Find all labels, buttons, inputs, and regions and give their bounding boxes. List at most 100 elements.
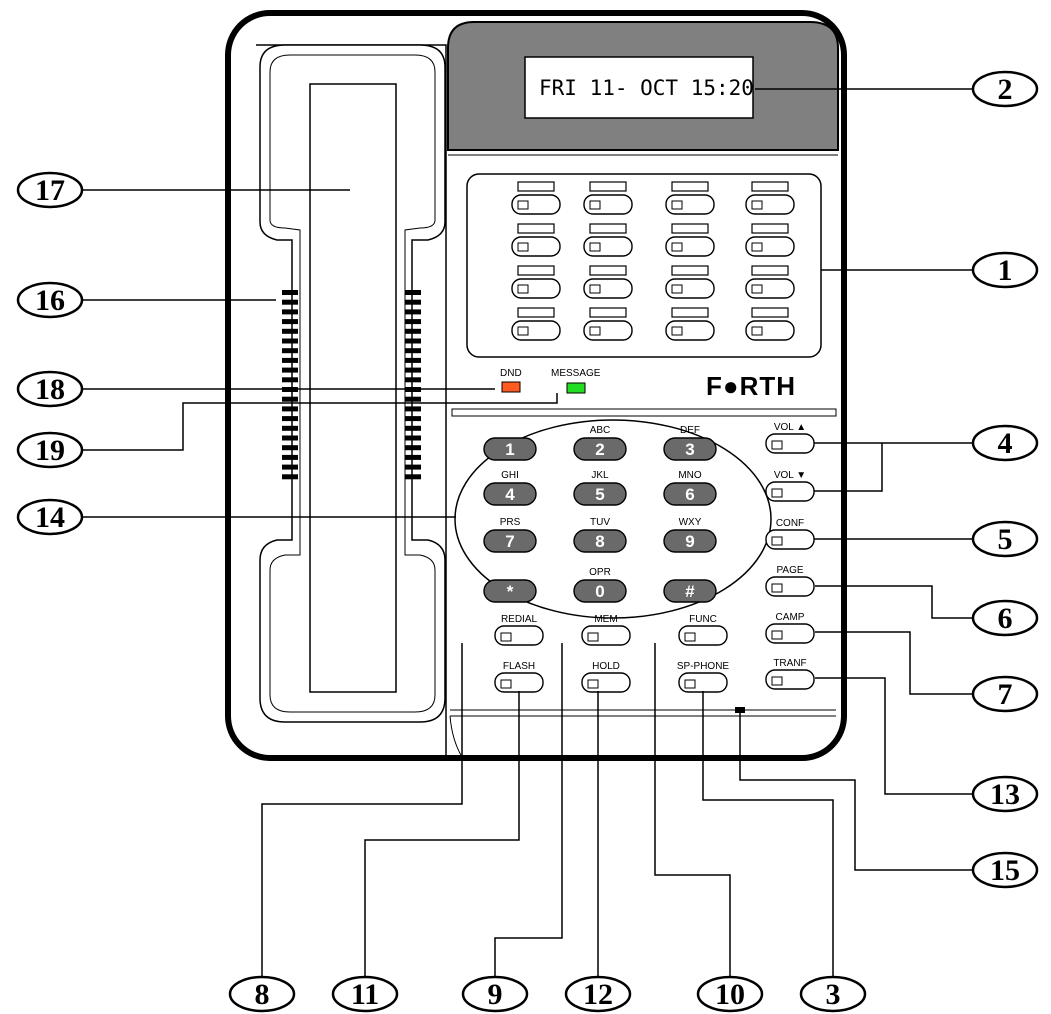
dial-key-button[interactable] (483, 437, 537, 461)
grill-slot (282, 464, 298, 470)
grill-slot (405, 377, 421, 383)
programmable-key[interactable] (745, 223, 795, 257)
callout-1: 1 (971, 251, 1039, 289)
vol-up-button-led (771, 440, 783, 450)
brand-logo: F●RTH (706, 371, 796, 401)
message-label: MESSAGE (551, 368, 601, 379)
sp-phone-button[interactable]: SP-PHONE (677, 661, 730, 693)
func-button[interactable]: FUNC (678, 614, 728, 646)
mem-button-led (587, 632, 599, 642)
flash-button[interactable]: FLASH (494, 661, 544, 693)
key-label-strip (751, 223, 789, 234)
programmable-key[interactable] (665, 307, 715, 341)
dial-key-button[interactable] (663, 529, 717, 553)
callout-circle (228, 975, 296, 1013)
dial-key-button[interactable] (663, 482, 717, 506)
callout-circle (696, 975, 764, 1013)
programmable-key[interactable] (511, 307, 561, 341)
lcd-text: FRI 11- OCT 15:20 (539, 76, 754, 100)
dial-key-button[interactable] (483, 579, 537, 603)
camp-button-label: CAMP (776, 612, 805, 623)
programmable-key[interactable] (511, 265, 561, 299)
key-led (517, 200, 529, 210)
grill-slot (282, 299, 298, 305)
mem-button[interactable]: MEM (581, 614, 631, 646)
dial-key-button[interactable] (573, 529, 627, 553)
programmable-key[interactable] (511, 223, 561, 257)
programmable-key[interactable] (665, 223, 715, 257)
callout-number: 1 (998, 254, 1013, 287)
vol-up-button[interactable]: VOL ▲ (765, 422, 815, 454)
callout-circle (971, 675, 1039, 713)
programmable-key[interactable] (745, 181, 795, 215)
dial-key-button[interactable] (483, 482, 537, 506)
dnd-label: DND (500, 368, 522, 379)
hold-button[interactable]: HOLD (581, 661, 631, 693)
grill-slot (405, 338, 421, 344)
programmable-key[interactable] (665, 265, 715, 299)
dial-key-button[interactable] (663, 437, 717, 461)
grill-slot (282, 348, 298, 354)
tranf-button[interactable]: TRANF (765, 658, 815, 690)
dial-key-letters: TUV (590, 517, 610, 528)
lcd-display: FRI 11- OCT 15:20 (524, 56, 754, 119)
key-label-strip (589, 265, 627, 276)
callout-number: 2 (998, 73, 1013, 106)
grill-slot (405, 309, 421, 315)
callout-number: 15 (990, 854, 1020, 887)
programmable-key[interactable] (583, 265, 633, 299)
message-indicator: MESSAGE (551, 368, 601, 394)
dial-key-letters: DEF (680, 425, 700, 436)
callout-circle (971, 851, 1039, 889)
callout-3: 3 (799, 975, 867, 1013)
callout-number: 13 (990, 778, 1020, 811)
dial-key-hash[interactable]: # (663, 579, 717, 603)
programmable-key[interactable] (745, 265, 795, 299)
hold-button-label: HOLD (592, 661, 620, 672)
conf-button[interactable]: CONF (765, 518, 815, 550)
programmable-key[interactable] (745, 307, 795, 341)
dial-key-digit: * (507, 582, 514, 601)
conf-button-label: CONF (776, 518, 804, 529)
dial-key-1[interactable]: 1 (483, 437, 537, 461)
dial-key-button[interactable] (663, 579, 717, 603)
grill-slot (282, 367, 298, 373)
dial-key-button[interactable] (483, 529, 537, 553)
grill-slot (282, 357, 298, 363)
dial-key-star[interactable]: * (483, 579, 537, 603)
callout-circle (971, 520, 1039, 558)
dial-key-digit: 2 (595, 440, 604, 459)
page-button[interactable]: PAGE (765, 565, 815, 597)
tranf-button-led (771, 676, 783, 686)
grill-slot (282, 474, 298, 480)
programmable-key[interactable] (511, 181, 561, 215)
programmable-key[interactable] (583, 223, 633, 257)
dial-key-letters: JKL (591, 470, 609, 481)
callout-number: 16 (35, 284, 65, 317)
programmable-key[interactable] (583, 307, 633, 341)
dial-key-button[interactable] (573, 482, 627, 506)
dial-key-5[interactable]: JKL 5 (573, 470, 627, 506)
callout-7: 7 (971, 675, 1039, 713)
key-led (517, 284, 529, 294)
dial-key-button[interactable] (573, 437, 627, 461)
key-led (671, 284, 683, 294)
programmable-key[interactable] (583, 181, 633, 215)
dial-key-digit: 5 (595, 485, 604, 504)
camp-button[interactable]: CAMP (765, 612, 815, 644)
redial-button[interactable]: REDIAL (494, 614, 544, 646)
dial-key-button[interactable] (573, 579, 627, 603)
grill-slot (405, 474, 421, 480)
callout-12: 12 (564, 975, 632, 1013)
programmable-key[interactable] (665, 181, 715, 215)
key-label-strip (517, 307, 555, 318)
